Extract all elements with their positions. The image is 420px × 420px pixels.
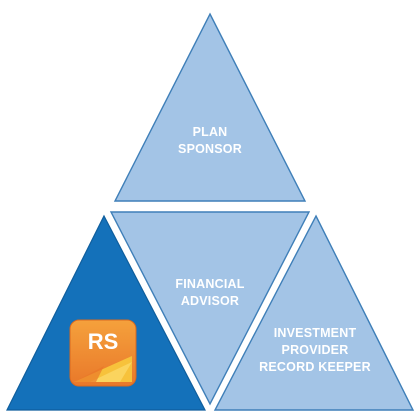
segment-left: [2, 210, 210, 413]
segment-plan-sponsor: PLAN SPONSOR: [110, 8, 310, 204]
investment-provider-line2: PROVIDER: [282, 343, 349, 357]
rs-logo-text: RS: [88, 329, 119, 354]
plan-sponsor-line2: SPONSOR: [178, 142, 242, 156]
segment-investment-provider: INVESTMENT PROVIDER RECORD KEEPER: [210, 210, 418, 413]
investment-provider-line3: RECORD KEEPER: [259, 360, 371, 374]
financial-advisor-line2: ADVISOR: [181, 294, 239, 308]
segment-financial-advisor: FINANCIAL ADVISOR: [104, 208, 316, 413]
financial-advisor-line1: FINANCIAL: [175, 277, 244, 291]
rs-logo-icon: RS: [69, 319, 137, 387]
investment-provider-line1: INVESTMENT: [274, 326, 357, 340]
plan-sponsor-line1: PLAN: [193, 125, 228, 139]
